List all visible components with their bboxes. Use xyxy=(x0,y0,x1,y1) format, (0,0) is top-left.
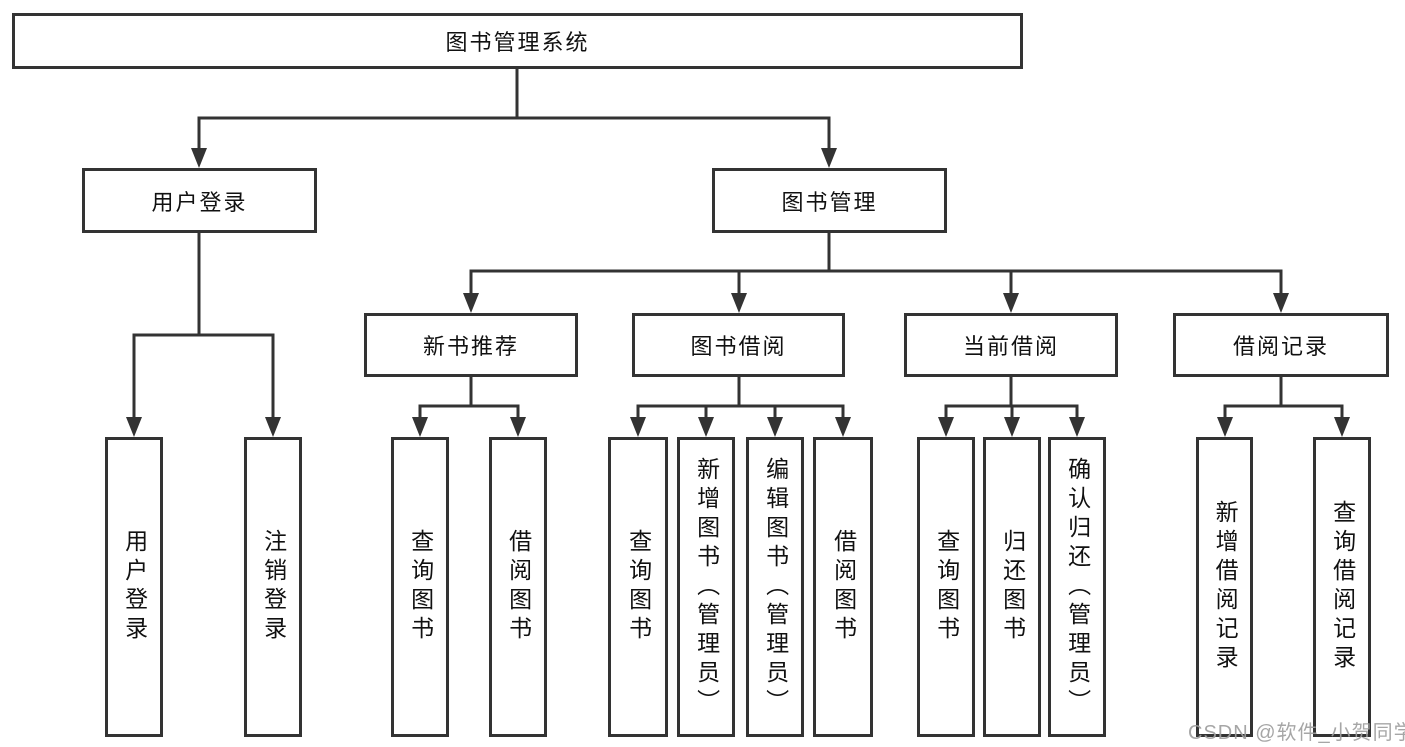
leaf-return-books: 归还图书 xyxy=(983,437,1041,737)
leaf-label: 编辑图书（管理员） xyxy=(762,456,789,718)
leaf-label: 借阅图书 xyxy=(830,529,857,645)
leaf-label: 查询图书 xyxy=(933,529,960,645)
leaf-label: 注销登录 xyxy=(260,529,287,645)
leaf-borrow-books: 借阅图书 xyxy=(489,437,547,737)
leaf-user-login: 用户登录 xyxy=(105,437,163,737)
node-label: 图书管理 xyxy=(781,189,878,215)
leaf-add-borrow-record: 新增借阅记录 xyxy=(1196,437,1253,737)
csdn-watermark: CSDN @软件_小贺同学 xyxy=(1188,722,1405,744)
node-book-management: 图书管理 xyxy=(712,168,947,233)
node-label: 借阅记录 xyxy=(1232,334,1329,359)
leaf-label: 新增借阅记录 xyxy=(1212,500,1239,674)
leaf-query-books: 查询图书 xyxy=(917,437,975,737)
leaf-label: 查询借阅记录 xyxy=(1329,500,1356,674)
node-book-borrowing: 图书借阅 xyxy=(632,313,845,377)
leaf-logout: 注销登录 xyxy=(244,437,302,737)
leaf-query-books: 查询图书 xyxy=(391,437,449,737)
leaf-label: 查询图书 xyxy=(625,529,652,645)
node-label: 图书管理系统 xyxy=(445,30,590,55)
leaf-query-books: 查询图书 xyxy=(608,437,668,737)
node-label: 图书借阅 xyxy=(690,334,787,359)
leaf-confirm-return-admin: 确认归还（管理员） xyxy=(1048,437,1106,737)
leaf-label: 新增图书（管理员） xyxy=(693,456,720,718)
node-label: 新书推荐 xyxy=(422,334,519,359)
leaf-add-book-admin: 新增图书（管理员） xyxy=(677,437,735,737)
leaf-query-borrow-record: 查询借阅记录 xyxy=(1313,437,1371,737)
node-borrowing-records: 借阅记录 xyxy=(1173,313,1389,377)
node-label: 当前借阅 xyxy=(962,334,1059,359)
node-library-management-system: 图书管理系统 xyxy=(12,13,1023,69)
node-new-book-recommend: 新书推荐 xyxy=(364,313,578,377)
leaf-label: 归还图书 xyxy=(999,529,1026,645)
node-label: 用户登录 xyxy=(151,189,248,215)
node-current-borrowing: 当前借阅 xyxy=(904,313,1118,377)
leaf-borrow-books: 借阅图书 xyxy=(813,437,873,737)
leaf-label: 确认归还（管理员） xyxy=(1064,456,1091,718)
leaf-label: 查询图书 xyxy=(407,529,434,645)
node-user-login: 用户登录 xyxy=(82,168,317,233)
leaf-label: 用户登录 xyxy=(121,529,148,645)
leaf-edit-book-admin: 编辑图书（管理员） xyxy=(746,437,804,737)
leaf-label: 借阅图书 xyxy=(505,529,532,645)
